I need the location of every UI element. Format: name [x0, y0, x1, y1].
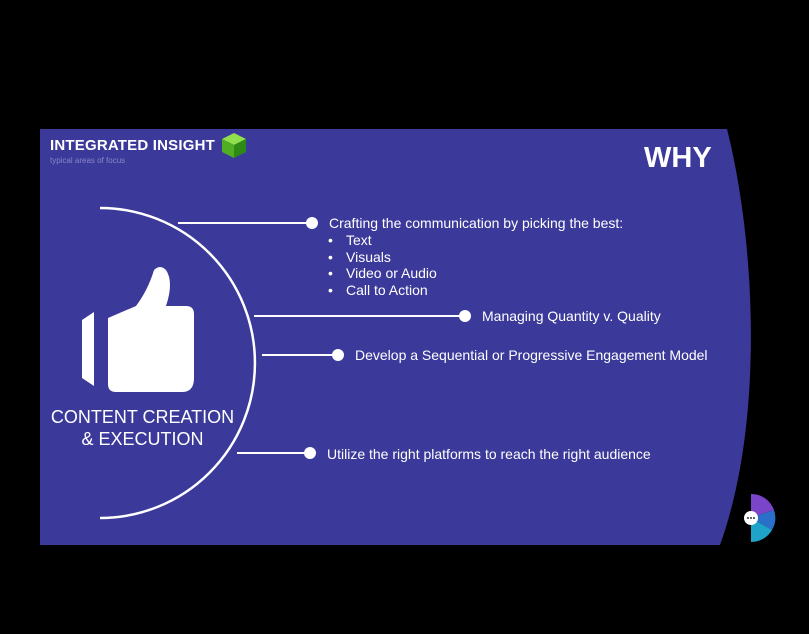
- connector-dot-3: [332, 349, 344, 361]
- point-4-text: Utilize the right platforms to reach the…: [327, 446, 651, 462]
- green-cube-icon: [222, 133, 246, 158]
- header-title: INTEGRATED INSIGHT: [50, 137, 215, 154]
- connector-dot-2: [459, 310, 471, 322]
- header-subtitle: typical areas of focus: [50, 156, 126, 165]
- hub-label: CONTENT CREATION & EXECUTION: [40, 406, 245, 450]
- point-1-text: Crafting the communication by picking th…: [329, 215, 624, 231]
- connector-dot-1: [306, 217, 318, 229]
- point-1-sublist: Text Visuals Video or Audio Call to Acti…: [328, 232, 437, 298]
- hub-label-line-2: & EXECUTION: [81, 429, 204, 449]
- sublist-item-call-to-action: Call to Action: [328, 282, 437, 299]
- slide-title: WHY: [644, 142, 712, 174]
- connector-dot-4: [304, 447, 316, 459]
- point-2-text: Managing Quantity v. Quality: [482, 308, 661, 324]
- section-navigator-icon[interactable]: [744, 493, 776, 543]
- hub-arc: [99, 206, 257, 520]
- hub-label-line-1: CONTENT CREATION: [50, 407, 235, 427]
- point-3-text: Develop a Sequential or Progressive Enga…: [355, 347, 708, 363]
- thumbs-up-icon: [82, 267, 194, 392]
- sublist-item-video-audio: Video or Audio: [328, 265, 437, 282]
- sublist-item-visuals: Visuals: [328, 249, 437, 266]
- sublist-item-text: Text: [328, 232, 437, 249]
- slide-background: [40, 129, 751, 545]
